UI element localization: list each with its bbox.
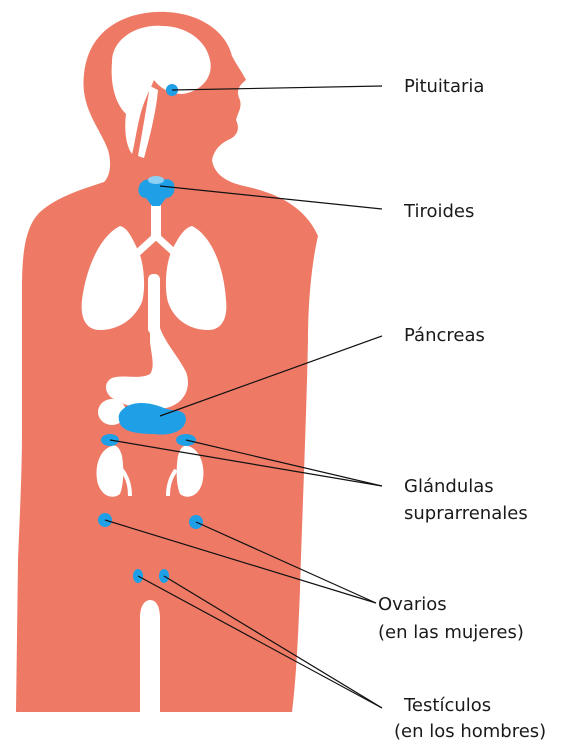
label-testes-line1: Testículos	[403, 695, 491, 716]
label-pancreas: Páncreas	[404, 325, 485, 346]
labels: Pituitaria Tiroides Páncreas Glándulas s…	[378, 76, 546, 742]
label-ovaries-line1: Ovarios	[378, 594, 447, 615]
label-testes-line2: (en los hombres)	[394, 721, 546, 742]
label-thyroid: Tiroides	[403, 201, 474, 222]
label-ovaries-line2: (en las mujeres)	[378, 622, 524, 643]
label-pituitary: Pituitaria	[404, 76, 484, 97]
esophagus	[148, 274, 160, 334]
label-adrenal-line1: Glándulas	[404, 476, 494, 497]
thyroid-top	[148, 176, 164, 184]
label-adrenal-line2: suprarrenales	[404, 503, 528, 524]
